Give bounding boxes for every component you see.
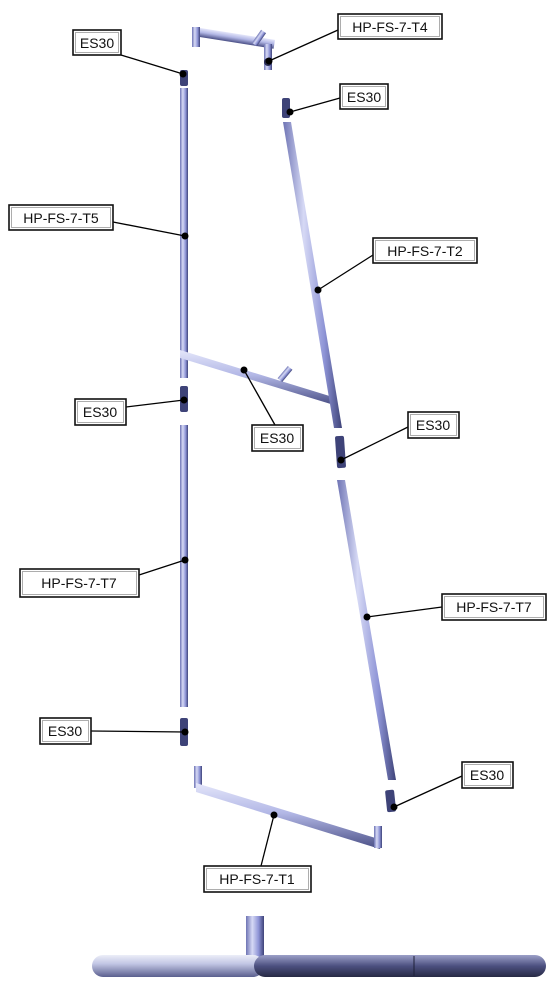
- base-tube: [92, 916, 546, 977]
- leader-lines: [90, 29, 463, 867]
- svg-text:HP-FS-7-T4: HP-FS-7-T4: [352, 19, 428, 35]
- callout-es30-top-left: ES30: [72, 29, 122, 56]
- callout-hp-fs-7-t4: HP-FS-7-T4: [337, 13, 443, 40]
- svg-text:ES30: ES30: [347, 89, 381, 105]
- tube-hp-fs-7-t1: [194, 766, 382, 849]
- svg-text:ES30: ES30: [470, 767, 504, 783]
- svg-text:HP-FS-7-T1: HP-FS-7-T1: [219, 871, 295, 887]
- tube-parts: [92, 27, 546, 977]
- svg-text:ES30: ES30: [80, 35, 114, 51]
- svg-text:HP-FS-7-T2: HP-FS-7-T2: [387, 243, 463, 259]
- callout-es30-low-right: ES30: [461, 761, 514, 789]
- svg-text:ES30: ES30: [48, 723, 82, 739]
- tube-hp-fs-7-t7-right: [337, 480, 396, 780]
- svg-text:ES30: ES30: [83, 404, 117, 420]
- svg-text:HP-FS-7-T5: HP-FS-7-T5: [23, 210, 99, 226]
- callout-hp-fs-7-t1: HP-FS-7-T1: [203, 865, 312, 893]
- tube-hp-fs-7-t4: [192, 27, 275, 70]
- callout-es30-mid-center: ES30: [251, 424, 304, 452]
- callout-hp-fs-7-t7-right: HP-FS-7-T7: [441, 593, 547, 621]
- tube-hp-fs-7-t2: [282, 98, 342, 428]
- callout-hp-fs-7-t5: HP-FS-7-T5: [8, 204, 114, 231]
- svg-text:ES30: ES30: [416, 417, 450, 433]
- callout-hp-fs-7-t7-left: HP-FS-7-T7: [19, 568, 140, 598]
- callout-es30-top-right: ES30: [339, 83, 389, 110]
- tube-middle-brace: [180, 350, 336, 405]
- callout-es30-mid-right: ES30: [407, 411, 460, 439]
- tube-hp-fs-7-t7-left: [180, 425, 188, 707]
- callout-hp-fs-7-t2: HP-FS-7-T2: [372, 237, 478, 264]
- svg-text:HP-FS-7-T7: HP-FS-7-T7: [456, 599, 532, 615]
- callout-es30-mid-left: ES30: [74, 398, 127, 426]
- callout-es30-low-left: ES30: [39, 717, 92, 745]
- svg-text:ES30: ES30: [260, 430, 294, 446]
- tube-hp-fs-7-t5: [180, 70, 188, 378]
- svg-text:HP-FS-7-T7: HP-FS-7-T7: [41, 575, 117, 591]
